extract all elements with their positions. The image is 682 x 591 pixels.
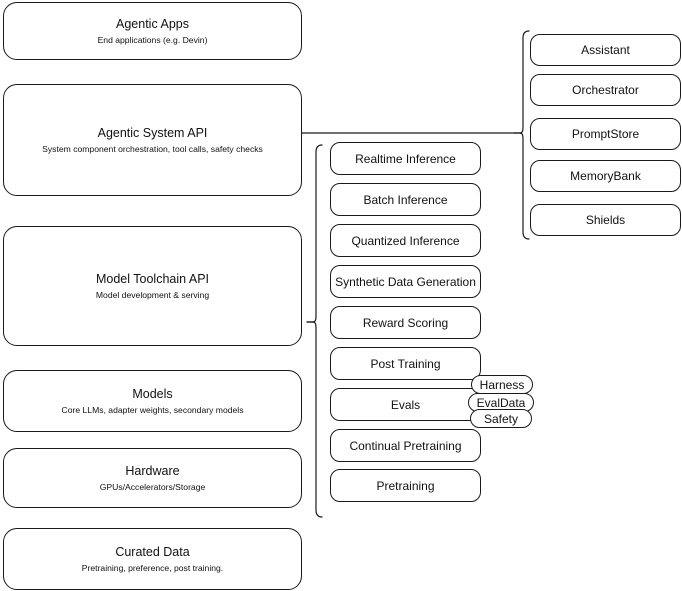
stack-layer-title: Agentic Apps: [116, 16, 189, 31]
capability-label: Pretraining: [376, 478, 435, 493]
agentic-components-brace-lower: [513, 132, 530, 240]
capability-realtime-inference[interactable]: Realtime Inference: [330, 142, 481, 175]
evals-subitem-label: EvalData: [476, 395, 526, 410]
stack-layer-hardware[interactable]: Hardware GPUs/Accelerators/Storage: [3, 448, 302, 508]
capability-reward-scoring[interactable]: Reward Scoring: [330, 306, 481, 339]
evals-subitem-harness[interactable]: Harness: [471, 375, 533, 394]
agentic-component-orchestrator[interactable]: Orchestrator: [530, 74, 681, 106]
capability-post-training[interactable]: Post Training: [330, 347, 481, 380]
stack-layer-models[interactable]: Models Core LLMs, adapter weights, secon…: [3, 370, 302, 432]
stack-layer-subtitle: Pretraining, preference, post training.: [81, 562, 224, 573]
agentic-component-label: Shields: [585, 213, 626, 227]
capability-label: Post Training: [370, 356, 441, 371]
capability-batch-inference[interactable]: Batch Inference: [330, 183, 481, 216]
stack-layer-title: Agentic System API: [97, 125, 208, 140]
agentic-components-brace-upper: [513, 30, 530, 134]
stack-layer-subtitle: Core LLMs, adapter weights, secondary mo…: [61, 404, 244, 415]
capability-label: Quantized Inference: [351, 233, 460, 248]
capability-quantized-inference[interactable]: Quantized Inference: [330, 224, 481, 257]
stack-layer-title: Model Toolchain API: [95, 271, 210, 286]
stack-layer-subtitle: GPUs/Accelerators/Storage: [99, 481, 206, 492]
capability-evals[interactable]: Evals: [330, 388, 481, 421]
agentic-component-label: PromptStore: [571, 127, 640, 141]
toolchain-capabilities-brace-lower: [306, 321, 323, 518]
evals-subitem-label: Safety: [483, 411, 519, 426]
capability-label: Evals: [390, 397, 421, 412]
stack-layer-agentic-system-api[interactable]: Agentic System API System component orch…: [3, 84, 302, 196]
stack-layer-subtitle: End applications (e.g. Devin): [97, 34, 208, 45]
stack-layer-agentic-apps[interactable]: Agentic Apps End applications (e.g. Devi…: [3, 2, 302, 60]
agentic-component-label: Orchestrator: [572, 83, 639, 97]
stack-layer-model-toolchain-api[interactable]: Model Toolchain API Model development & …: [3, 226, 302, 346]
capability-pretraining[interactable]: Pretraining: [330, 469, 481, 502]
stack-layer-curated-data[interactable]: Curated Data Pretraining, preference, po…: [3, 528, 302, 590]
stack-layer-title: Models: [132, 386, 173, 401]
stack-layer-title: Curated Data: [115, 544, 190, 559]
agentic-component-label: Assistant: [581, 43, 630, 57]
stack-layer-subtitle: Model development & serving: [95, 289, 210, 300]
capability-label: Reward Scoring: [362, 315, 449, 330]
stack-layer-title: Hardware: [125, 463, 180, 478]
capability-synthetic-data-generation[interactable]: Synthetic Data Generation: [330, 265, 481, 298]
agentic-component-assistant[interactable]: Assistant: [530, 34, 681, 66]
stack-layer-subtitle: System component orchestration, tool cal…: [42, 143, 263, 154]
capability-label: Synthetic Data Generation: [335, 274, 476, 289]
capability-label: Batch Inference: [363, 192, 448, 207]
toolchain-capabilities-brace-upper: [306, 144, 323, 323]
capability-label: Realtime Inference: [355, 151, 456, 166]
agentic-component-memorybank[interactable]: MemoryBank: [530, 160, 681, 192]
evals-subitem-evaldata[interactable]: EvalData: [468, 393, 534, 412]
capability-continual-pretraining[interactable]: Continual Pretraining: [330, 429, 481, 462]
evals-subitem-safety[interactable]: Safety: [470, 409, 532, 428]
agentic-component-shields[interactable]: Shields: [530, 204, 681, 236]
agentic-component-promptstore[interactable]: PromptStore: [530, 118, 681, 150]
agentic-component-label: MemoryBank: [570, 169, 641, 183]
evals-subitem-label: Harness: [479, 377, 525, 392]
capability-label: Continual Pretraining: [349, 438, 462, 453]
